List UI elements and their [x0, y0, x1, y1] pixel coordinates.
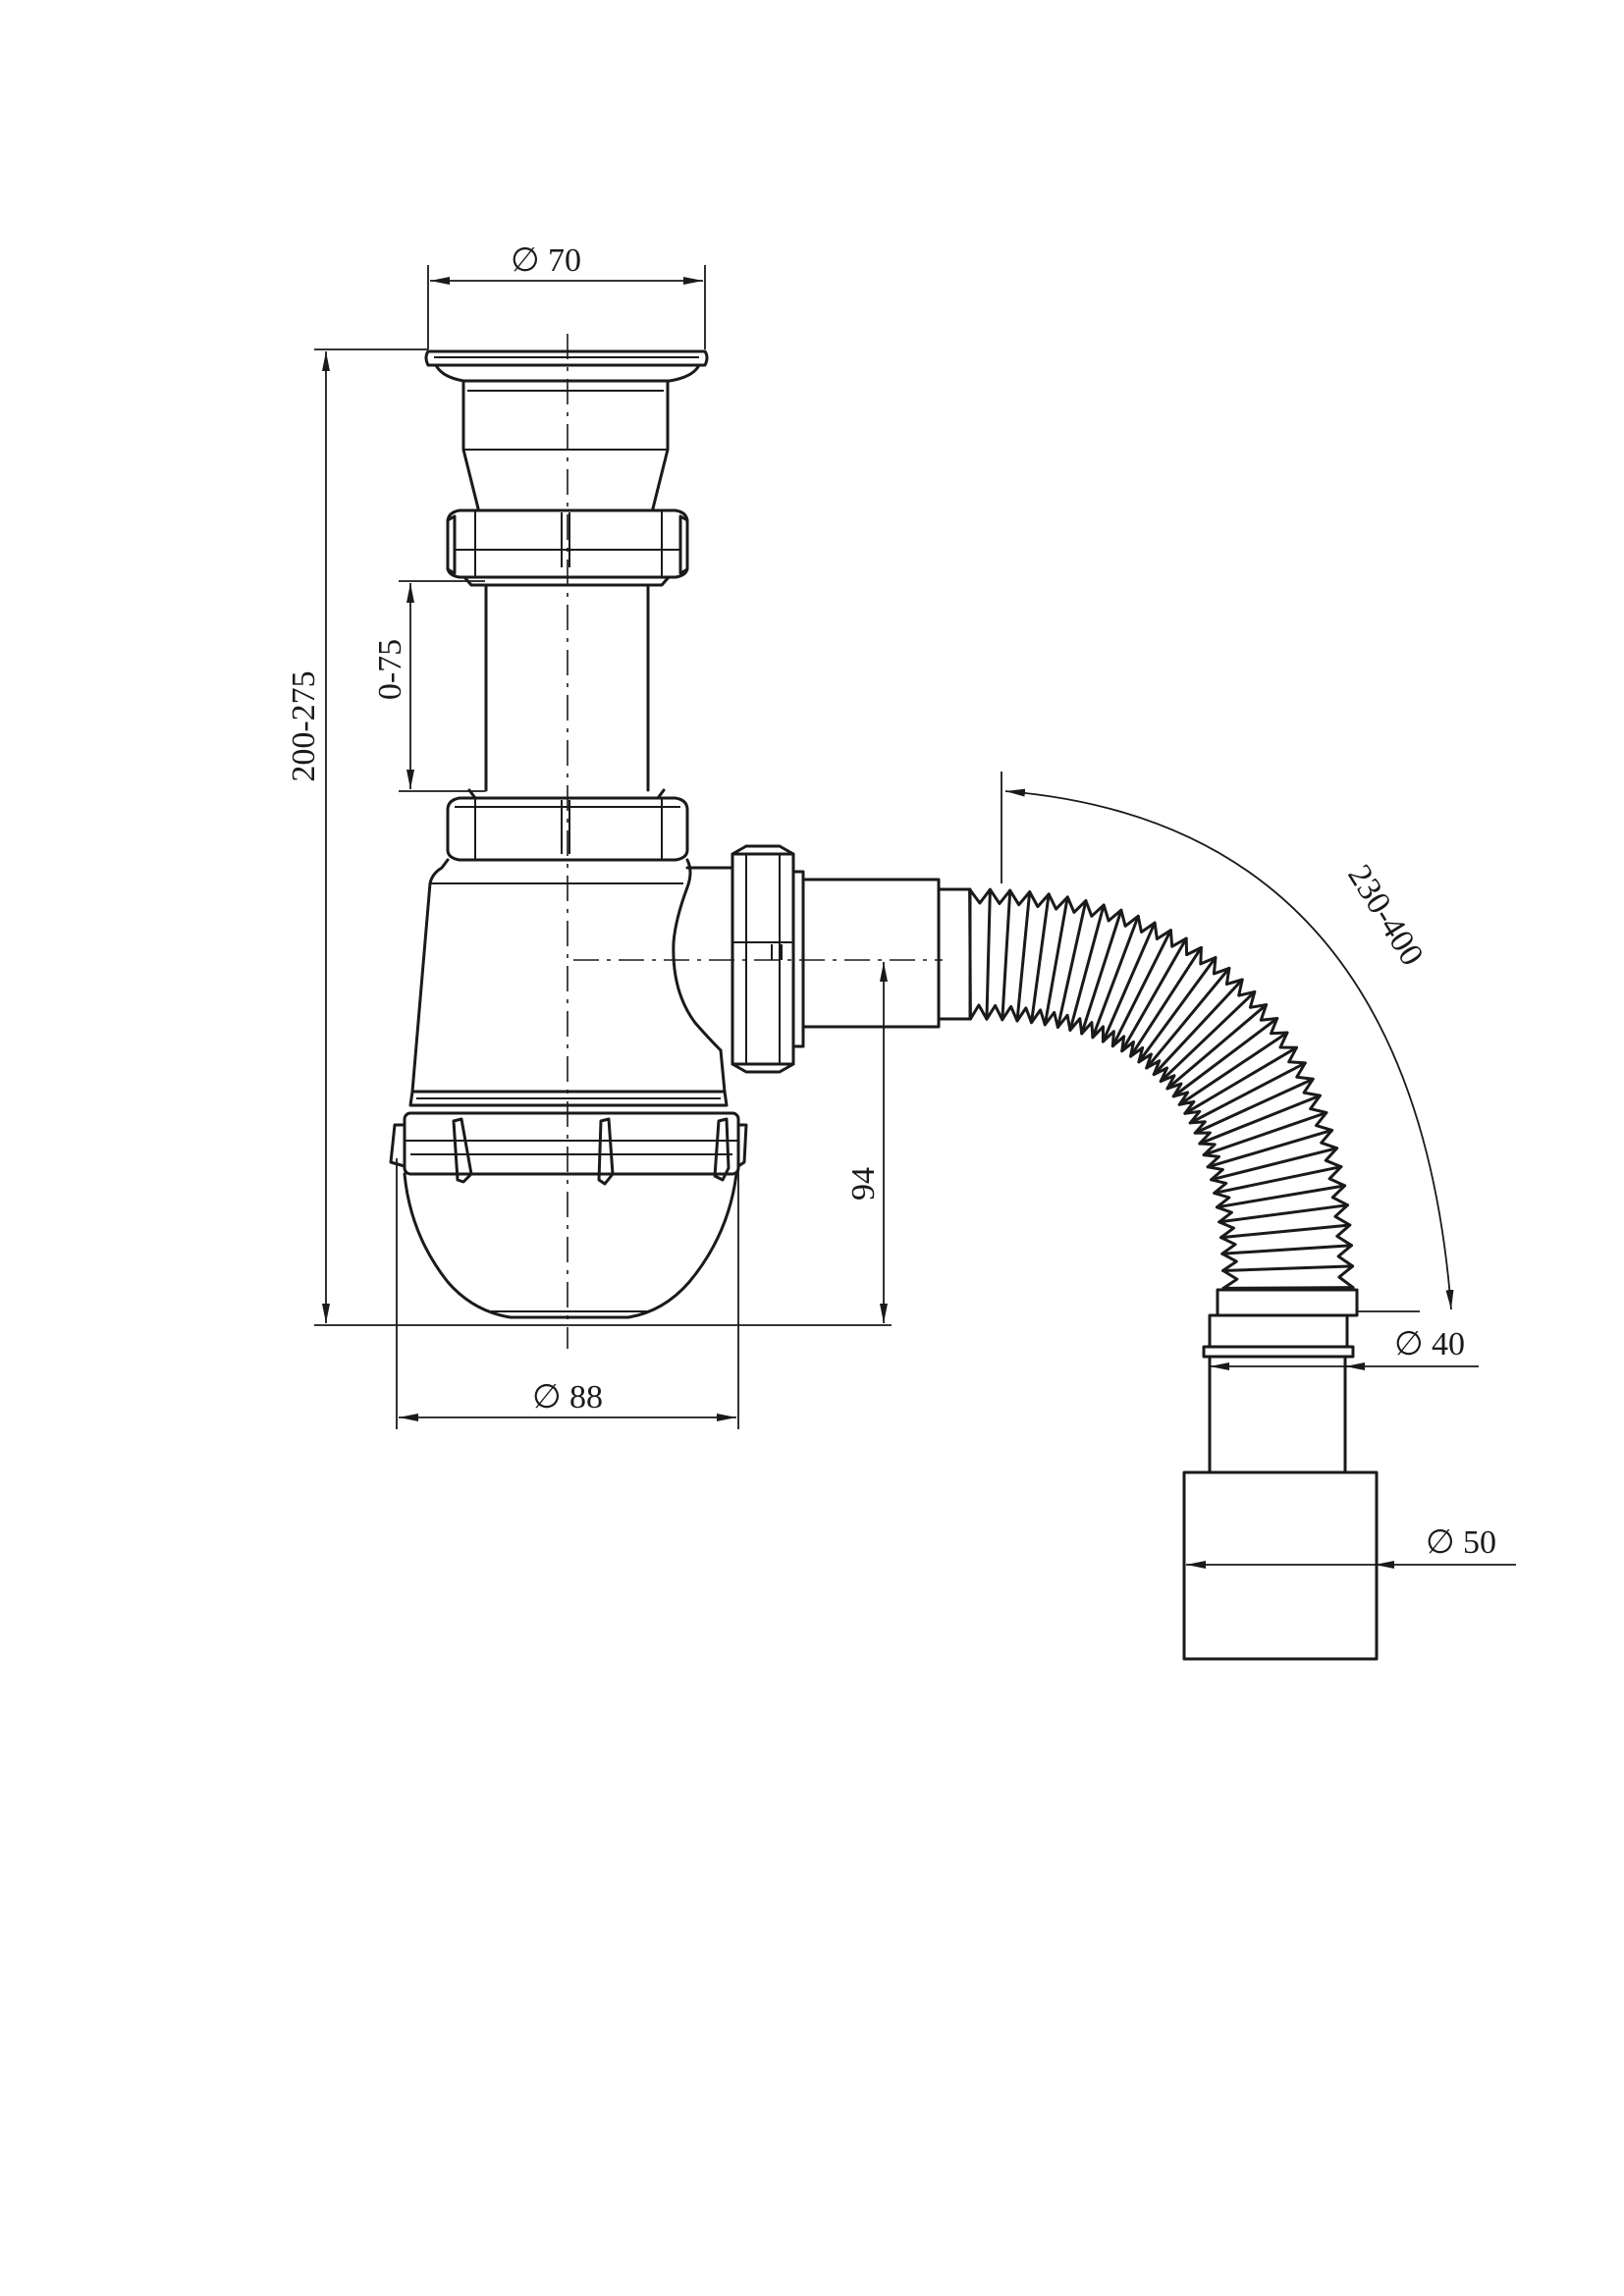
dimension-total-height-label: 200-275: [286, 670, 322, 781]
hose-rib: [1183, 1045, 1299, 1115]
hose-rib: [1068, 903, 1106, 1032]
hose-rib: [1218, 1203, 1350, 1224]
hose-rib: [1145, 966, 1231, 1070]
hose-outlet-sleeve: [1182, 1288, 1379, 1661]
drain-grate: [424, 349, 709, 383]
siphon-bowl: [403, 1172, 738, 1319]
cup-nut: [389, 1111, 748, 1186]
center-lines: [567, 334, 943, 1349]
hose-rib: [1015, 890, 1032, 1023]
hose-rib: [1001, 888, 1012, 1022]
dimension-top-diameter: ∅ 70: [427, 242, 706, 349]
dimension-height-adjust-label: 0-75: [372, 639, 408, 700]
dimension-total-height: 200-275: [286, 348, 892, 1326]
dimension-height-adjust: 0-75: [372, 580, 485, 792]
hose-rib: [1159, 989, 1257, 1084]
side-outlet: [685, 844, 972, 1074]
dimension-hose-length-label: 230-400: [1340, 859, 1430, 973]
hose-rib: [1029, 892, 1051, 1025]
hose-rib: [1220, 1244, 1354, 1255]
dimension-hose-diameter: ∅ 40: [1210, 1326, 1479, 1370]
dimension-top-diameter-label: ∅ 70: [511, 242, 581, 279]
dimension-outlet-height-label: 94: [845, 1167, 882, 1201]
hose-rib: [1221, 1286, 1355, 1290]
hose-rib: [1129, 945, 1203, 1058]
dimension-hose-diameter-label: ∅ 40: [1394, 1326, 1465, 1362]
hose-rib: [1120, 936, 1188, 1053]
dimension-hose-length: 230-400: [1001, 772, 1454, 1312]
hose-rib: [1165, 1003, 1269, 1091]
hose-rib: [968, 887, 972, 1021]
hose-rib: [1152, 978, 1244, 1077]
dimension-body-diameter: ∅ 88: [396, 1158, 739, 1429]
dimension-socket-diameter-label: ∅ 50: [1426, 1524, 1496, 1561]
siphon-body: [408, 858, 729, 1107]
dimension-body-diameter-label: ∅ 88: [532, 1379, 603, 1415]
hose-rib: [985, 887, 992, 1021]
telescopic-pipe: [484, 583, 650, 792]
hose-rib: [1177, 1031, 1289, 1106]
hose-rib: [1210, 1147, 1339, 1182]
dimension-socket-diameter: ∅ 50: [1186, 1524, 1516, 1569]
hose-rib: [1218, 1223, 1352, 1240]
upper-outlet-tube: [461, 379, 670, 512]
flexible-hose: [968, 887, 1355, 1290]
hose-rib: [1221, 1264, 1355, 1272]
dimension-outlet-height: 94: [845, 962, 888, 1323]
